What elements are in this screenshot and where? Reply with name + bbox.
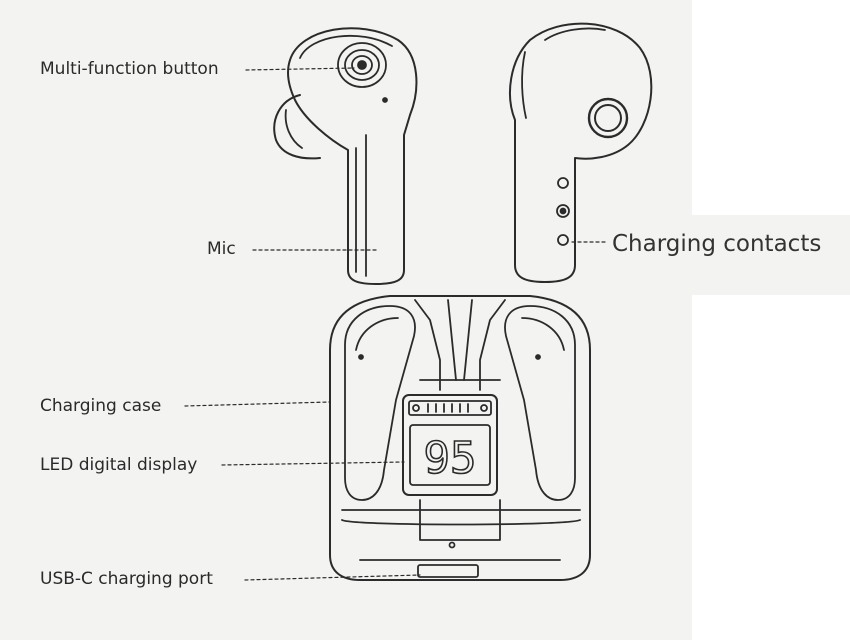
left-earbud xyxy=(273,27,418,285)
led-display: 95 xyxy=(423,432,478,485)
mic-hole-icon xyxy=(382,97,388,103)
leader-case xyxy=(184,401,331,407)
label-background xyxy=(692,215,850,295)
charging-case-label: Charging case xyxy=(40,396,162,416)
leader-led xyxy=(221,461,405,466)
multi-function-button-rings xyxy=(337,42,387,88)
charging-contacts-icon xyxy=(556,177,570,246)
leader-lines xyxy=(184,67,609,581)
leader-usb xyxy=(244,574,421,581)
led-digital-display-label: LED digital display xyxy=(40,455,198,475)
multi-function-button-label: Multi-function button xyxy=(40,59,219,79)
usb-c-charging-port-label: USB-C charging port xyxy=(40,569,213,589)
charging-case xyxy=(329,295,591,581)
right-earbud xyxy=(509,22,653,283)
battery-readout: 95 xyxy=(424,433,477,484)
usb-c-port-icon xyxy=(417,564,479,578)
display-pins xyxy=(412,403,488,413)
diagram-background xyxy=(0,0,692,640)
charging-contacts-label: Charging contacts xyxy=(612,231,822,257)
leader-multi-function xyxy=(245,67,355,71)
mic-label: Mic xyxy=(207,239,236,259)
